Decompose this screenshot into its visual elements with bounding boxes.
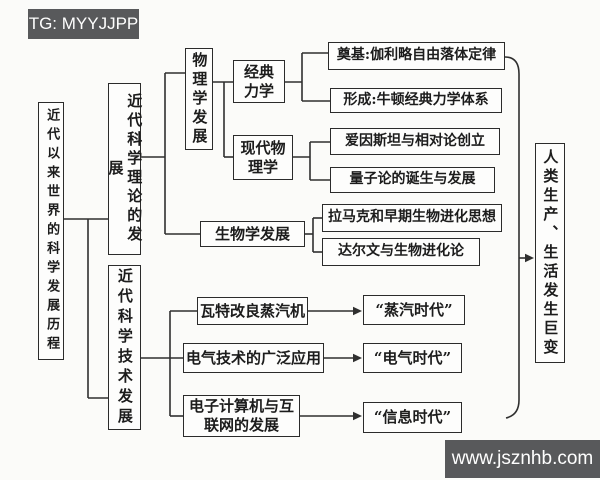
node-tech: 近代科学技术发展 <box>108 265 141 430</box>
node-modern-physics: 现代物理学 <box>233 135 293 180</box>
node-electric-application: 电气技术的广泛应用 <box>183 343 324 373</box>
node-computer-internet: 电子计算机与互联网的发展 <box>183 395 300 437</box>
node-outcome: 人类生产、生活发生巨变 <box>535 143 565 363</box>
node-lamarck-evolution: 拉马克和早期生物进化思想 <box>322 204 502 232</box>
node-quantum-theory: 量子论的诞生与发展 <box>330 167 495 193</box>
node-einstein-relativity: 爱因斯坦与相对论创立 <box>330 128 500 155</box>
node-physics: 物理学发展 <box>185 48 213 150</box>
node-watt-steam-engine: 瓦特改良蒸汽机 <box>197 297 308 325</box>
watermark-site-badge: www.jsznhb.com <box>445 440 600 478</box>
node-darwin-evolution: 达尔文与生物进化论 <box>322 238 480 266</box>
node-classical-mechanics: 经典力学 <box>233 60 285 103</box>
node-root: 近代以来世界的科学发展历程 <box>38 102 64 360</box>
node-info-age: “信息时代” <box>363 402 462 433</box>
node-steam-age: “蒸汽时代” <box>363 295 465 325</box>
node-biology: 生物学发展 <box>200 221 305 247</box>
watermark-tg-badge: TG: MYYJJPP <box>28 9 139 39</box>
node-galileo-foundation: 奠基:伽利略自由落体定律 <box>328 42 505 70</box>
node-newton-formation: 形成:牛顿经典力学体系 <box>330 88 502 113</box>
node-electric-age: “电气时代” <box>363 343 462 373</box>
node-theory: 近代科学理论的发展 <box>107 83 143 255</box>
